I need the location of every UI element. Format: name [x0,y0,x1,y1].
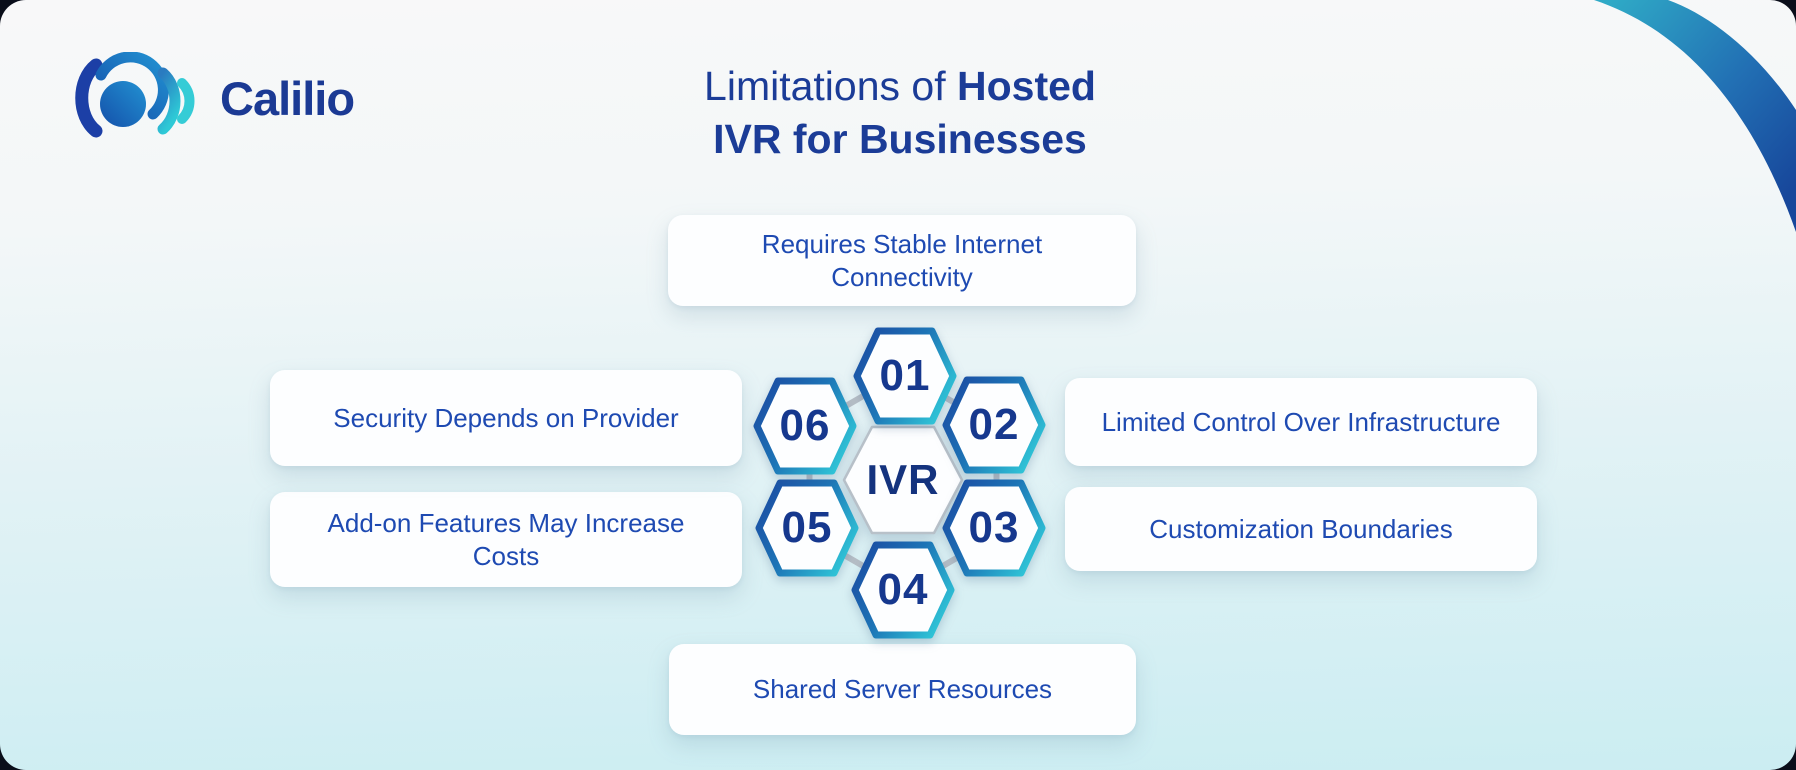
title-bold-part2: IVR for Businesses [713,116,1087,162]
label-box-06: Security Depends on Provider [270,370,742,466]
hex-node-06: 06 [750,376,860,476]
label-box-01: Requires Stable Internet Connectivity [668,215,1136,306]
title-bold-part1: Hosted [957,63,1096,109]
hex-number-01: 01 [879,351,931,400]
page-title: Limitations of Hosted IVR for Businesses [570,60,1230,166]
logo-text: Calilio [220,71,355,125]
label-text-02: Limited Control Over Infrastructure [1101,406,1501,437]
hexagon-shape [942,376,1046,474]
calilio-soundwave-icon [75,52,195,138]
hex-number-05: 05 [781,503,833,552]
hexagon-shape [942,479,1046,577]
hexagon-shape [753,377,857,475]
center-hexagon-shape [842,425,964,535]
hex-number-04: 04 [877,565,929,614]
hex-number-02: 02 [968,400,1020,449]
hex-number-03: 03 [968,503,1020,552]
hex-node-02: 02 [939,375,1049,475]
hex-node-03: 03 [939,478,1049,578]
label-text-04: Shared Server Resources [752,674,1053,704]
label-box-02: Limited Control Over Infrastructure [1065,378,1537,466]
label-text-06: Security Depends on Provider [333,402,679,433]
logo: Calilio [62,52,355,144]
label-text-05: Add-on Features May Increase Costs [327,507,685,571]
label-text-01: Requires Stable Internet Connectivity [761,228,1043,292]
label-text-03: Customization Boundaries [1149,513,1453,544]
hex-number-06: 06 [779,401,831,450]
hexagon-shape [755,479,859,577]
hexagon-shape [851,541,955,639]
label-box-05: Add-on Features May Increase Costs [270,492,742,587]
hex-node-05: 05 [752,478,862,578]
hexagon-shape [853,327,957,425]
corner-swoosh-ribbon-icon [1594,0,1796,232]
hex-node-04: 04 [848,540,958,640]
center-hexagon-label: IVR [866,456,940,503]
label-box-04: Shared Server Resources [669,644,1136,735]
hex-node-01: 01 [850,326,960,426]
center-hexagon-ivr: IVR [841,424,965,536]
title-prefix: Limitations of [704,63,946,109]
label-box-03: Customization Boundaries [1065,487,1537,571]
